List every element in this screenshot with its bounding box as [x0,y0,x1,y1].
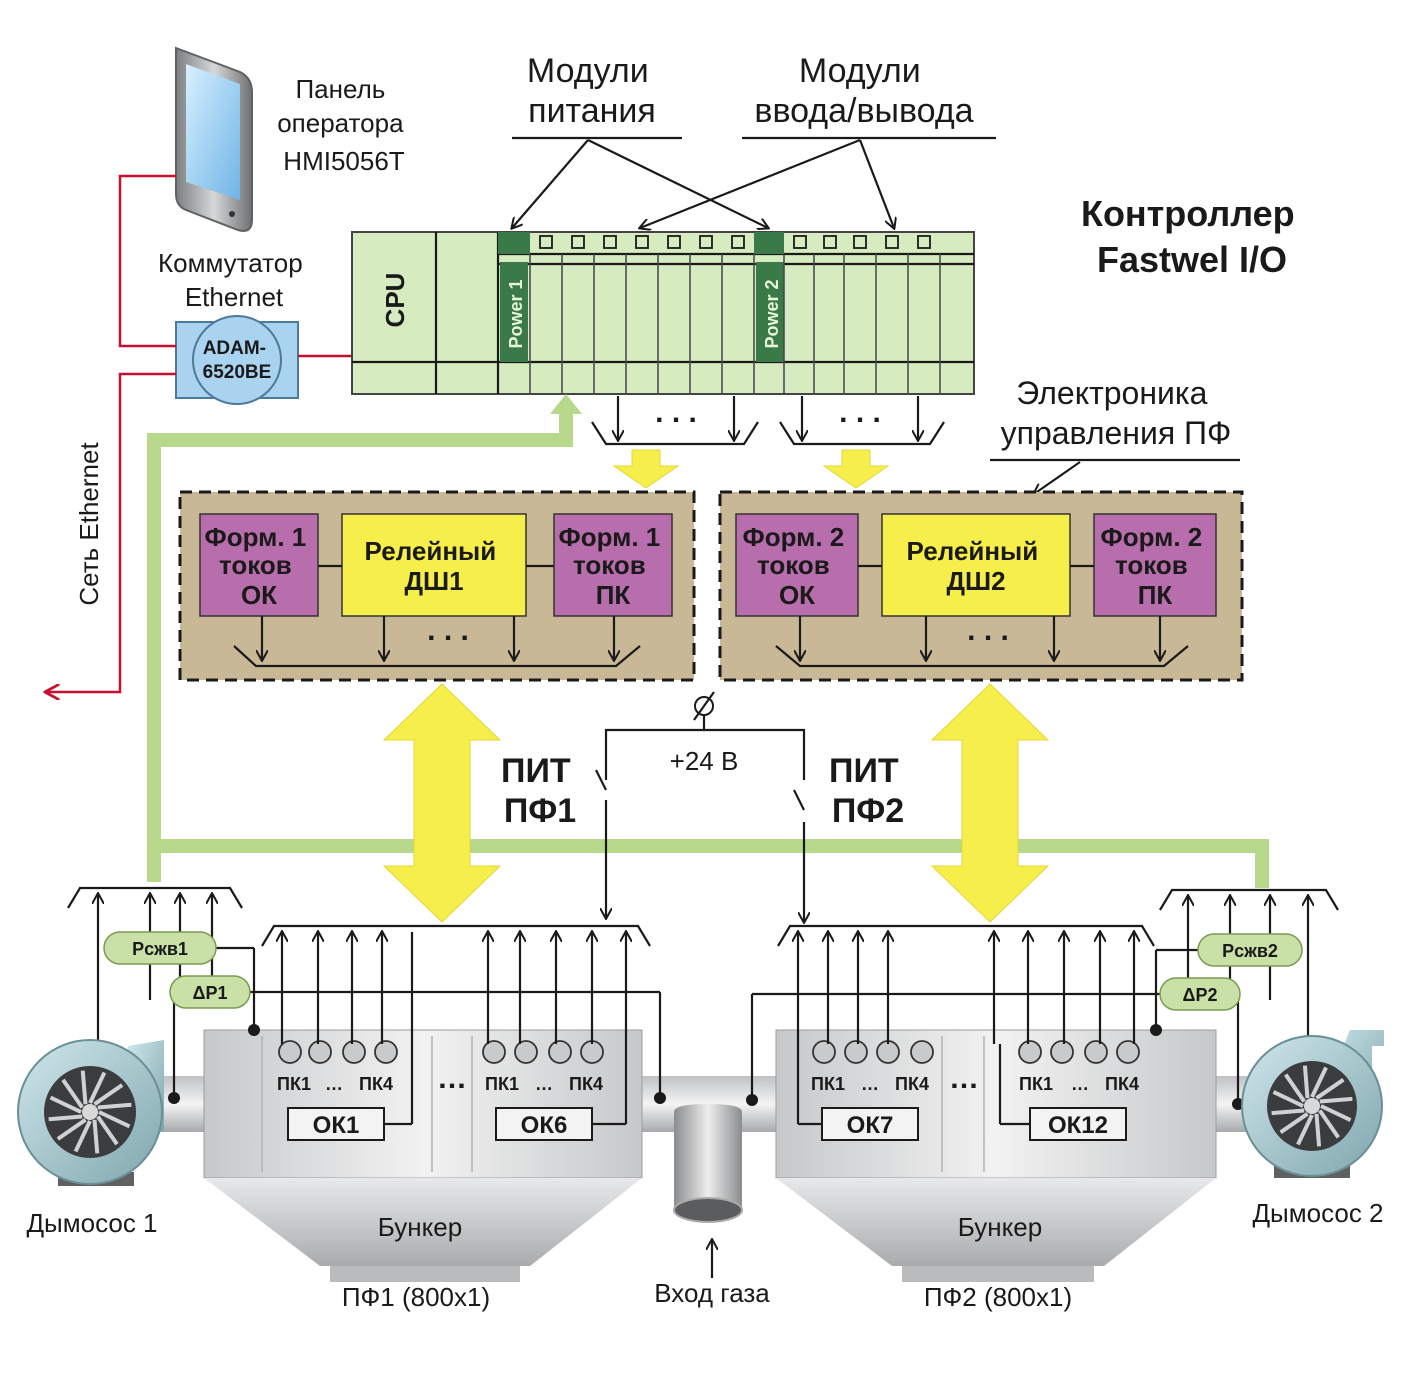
form2-ok: Форм. 2 токов ОК [743,522,852,610]
controller-dots-1: . . . [655,396,697,429]
section-dots-2: … [949,1062,979,1095]
pk-valve [1084,1040,1108,1064]
electronics-block-2 [718,490,1244,682]
module-pointers [512,138,894,228]
pk-valve [342,1040,366,1064]
gas-inlet [673,1104,743,1278]
io-modules-label: Модули ввода/вывода [754,52,973,130]
hmi-label: Панель оператора HMI5056T [277,74,411,176]
form2-pk: Форм. 2 токов ПК [1101,522,1210,610]
yellow-double-arrow-2 [930,683,1050,923]
pk4-label-d: ПК4 [1105,1074,1139,1094]
pk-valve [374,1040,398,1064]
pk1-label-a: ПК1 [277,1074,311,1094]
filter-pf2 [775,1029,1217,1282]
pk-dots-c: … [861,1074,879,1094]
pk1-label-c: ПК1 [811,1074,845,1094]
controller-outputs [591,396,945,446]
form1-ok: Форм. 1 токов ОК [205,522,314,610]
pk-valve [482,1040,506,1064]
section-dots-1: … [437,1062,467,1095]
yellow-double-arrow-1 [382,683,502,923]
yellow-arrow-small-1 [612,449,680,489]
switch-label: Коммутатор Ethernet [158,248,310,312]
pit-pf2: ПИТ ПФ2 [829,752,907,830]
fan2-label: Дымосос 2 [1252,1198,1383,1228]
ok12-label: ОК12 [1048,1112,1108,1139]
pszh1-label: Рсжв1 [132,939,188,959]
controller-title: Контроллер Fastwel I/O [1081,193,1303,280]
pf1-label: ПФ1 (800x1) [342,1282,490,1312]
ok7-label: ОК7 [847,1112,894,1139]
pk-valve [1018,1040,1042,1064]
electronics-dots-1: . . . [427,614,469,647]
electronics-dots-2: . . . [967,614,1009,647]
ethernet-links [46,174,352,692]
power-modules-label: Модули питания [527,52,657,130]
green-signal-bus [147,394,1269,888]
pk-valve [548,1040,572,1064]
pk4-label-b: ПК4 [569,1074,603,1094]
bunker-label-1: Бункер [378,1212,462,1242]
pk-valves [278,1040,1140,1064]
yellow-arrow-small-2 [822,449,890,489]
ok1-label: ОК1 [313,1112,360,1139]
pk-valve [910,1040,934,1064]
pk-valve [812,1040,836,1064]
pk-valve [308,1040,332,1064]
controller-dots-2: . . . [839,396,881,429]
relay-dsh2: Релейный ДШ2 [907,536,1046,596]
ok6-label: ОК6 [521,1112,568,1139]
pszh2-label: Рсжв2 [1222,941,1278,961]
pk-valve [844,1040,868,1064]
bunker-label-2: Бункер [958,1212,1042,1242]
gas-inlet-label: Вход газа [654,1278,770,1308]
pk4-label-c: ПК4 [895,1074,929,1094]
power-supply-circuit [595,691,804,922]
switch-model: ADAM- 6520BE [203,338,272,383]
filter-pf1 [203,1029,643,1282]
pk-valve [1116,1040,1140,1064]
pk-dots-b: … [535,1074,553,1094]
dp1-label: ΔP1 [193,983,228,1003]
ok-boxes [287,1107,1127,1141]
hmi-panel [175,46,253,232]
pit-pf1: ПИТ ПФ1 [501,752,579,830]
pk1-label-d: ПК1 [1019,1074,1053,1094]
fan-1 [17,1039,164,1186]
relay-dsh1: Релейный ДШ1 [365,536,504,596]
cpu-label: CPU [380,273,410,328]
form1-pk: Форм. 1 токов ПК [559,522,668,610]
pk-valve [514,1040,538,1064]
pk4-label-a: ПК4 [359,1074,393,1094]
power2-label: Power 2 [762,279,782,348]
pk-valve [278,1040,302,1064]
power1-label: Power 1 [506,279,526,348]
fan1-label: Дымосос 1 [26,1208,157,1238]
electronics-label: Электроника управления ПФ [1001,375,1232,451]
pk-valve [1050,1040,1074,1064]
network-label: Сеть Ethernet [74,442,104,606]
pk-dots-a: … [325,1074,343,1094]
pk1-label-b: ПК1 [485,1074,519,1094]
pk-labels: ПК1 … ПК4 ПК1 … ПК4 ПК1 … ПК4 ПК1 … ПК4 [277,1074,1139,1094]
controller-rack [351,231,975,395]
sensors [103,931,1303,1011]
pf2-label: ПФ2 (800x1) [924,1282,1072,1312]
voltage-label: +24 В [670,746,739,776]
pk-valve [580,1040,604,1064]
electronics-block-1 [178,490,696,682]
pk-dots-d: … [1071,1074,1089,1094]
pk-valve [876,1040,900,1064]
ethernet-switch [175,315,299,405]
dp2-label: ΔP2 [1183,985,1218,1005]
fan-2 [1241,1030,1384,1178]
